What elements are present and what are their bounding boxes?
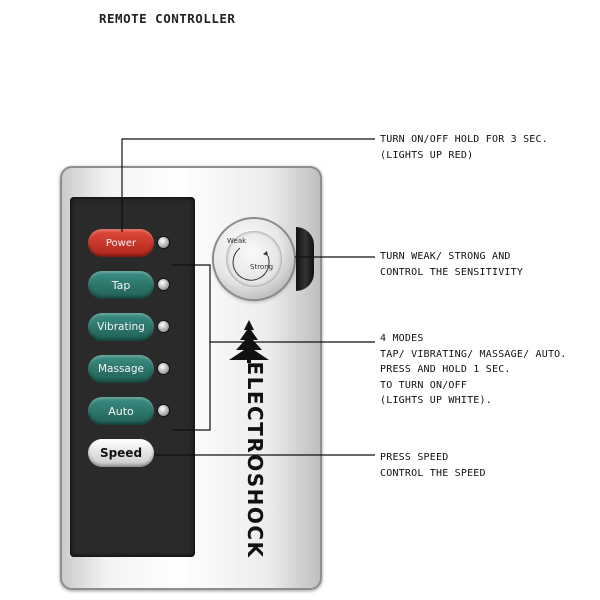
annotation-line: 4 MODES <box>380 333 424 344</box>
massage-button[interactable]: Massage <box>88 355 154 383</box>
annotation-line: CONTROL THE SPEED <box>380 467 486 479</box>
sensitivity-wheel[interactable] <box>296 227 314 291</box>
weak-strong-dial[interactable] <box>214 219 294 299</box>
vibrating-led-indicator <box>158 321 169 332</box>
dial-strong-label: Strong <box>250 263 274 271</box>
annotation-line: PRESS AND HOLD 1 SEC. <box>380 364 511 375</box>
annotation-line: TAP/ VIBRATING/ MASSAGE/ AUTO. <box>380 348 567 360</box>
massage-led-indicator <box>158 363 169 374</box>
power-button[interactable]: Power <box>88 229 154 257</box>
annotation-line: TURN ON/OFF HOLD FOR 3 SEC. <box>380 134 548 145</box>
annotation-line: PRESS SPEED <box>380 452 449 463</box>
tap-led-indicator <box>158 279 169 290</box>
dial-weak-label: Weak <box>227 237 247 245</box>
vibrating-button[interactable]: Vibrating <box>88 313 154 341</box>
speed-annotation: PRESS SPEED CONTROL THE SPEED <box>380 450 486 481</box>
speed-button[interactable]: Speed <box>88 439 154 467</box>
power-annotation: TURN ON/OFF HOLD FOR 3 SEC. (LIGHTS UP R… <box>380 132 548 163</box>
tree-logo-icon <box>229 320 269 363</box>
dial-annotation: TURN WEAK/ STRONG AND CONTROL THE SENSIT… <box>380 249 523 280</box>
annotation-line: CONTROL THE SENSITIVITY <box>380 266 524 278</box>
tap-button[interactable]: Tap <box>88 271 154 299</box>
auto-button[interactable]: Auto <box>88 397 154 425</box>
auto-led-indicator <box>158 405 169 416</box>
annotation-line: TO TURN ON/OFF <box>380 379 468 391</box>
power-led-indicator <box>158 237 169 248</box>
modes-annotation: 4 MODES TAP/ VIBRATING/ MASSAGE/ AUTO. P… <box>380 331 567 409</box>
annotation-line: TURN WEAK/ STRONG AND <box>380 251 511 262</box>
page-title: REMOTE CONTROLLER <box>99 11 236 26</box>
annotation-line: (LIGHTS UP RED) <box>380 149 474 161</box>
brand-wordmark: ELECTROSHOCK <box>243 361 267 559</box>
annotation-line: (LIGHTS UP WHITE). <box>380 395 492 406</box>
